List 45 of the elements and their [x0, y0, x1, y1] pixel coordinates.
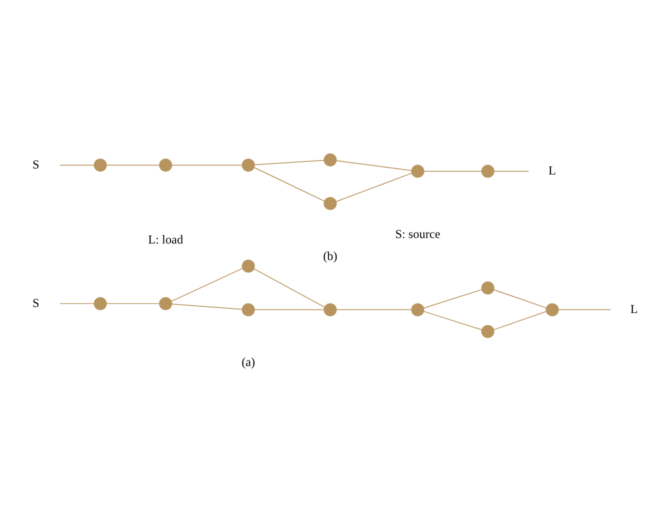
connector — [336, 308, 412, 310]
node-circle — [242, 259, 255, 272]
connector — [494, 288, 547, 308]
node-circle — [94, 158, 107, 172]
connector — [171, 303, 242, 310]
node-circle — [481, 324, 494, 338]
connector — [171, 164, 242, 166]
node-text: L — [548, 162, 556, 177]
connector — [254, 166, 325, 202]
connector — [254, 268, 325, 307]
connector — [423, 310, 482, 330]
connector — [106, 164, 160, 166]
connector — [106, 302, 160, 304]
connector — [558, 308, 611, 310]
node-text: L — [630, 301, 638, 316]
connector — [494, 170, 530, 172]
label: (b) — [323, 248, 338, 262]
connector — [254, 308, 324, 310]
node-circle — [481, 164, 494, 178]
node-circle — [159, 296, 172, 310]
connector — [59, 302, 95, 304]
node-circle — [324, 302, 337, 316]
connector — [494, 310, 547, 330]
label: S: source — [395, 226, 440, 241]
label: (a) — [242, 354, 256, 369]
node-circle — [242, 158, 255, 172]
connector — [170, 268, 243, 302]
connector — [336, 172, 412, 202]
node-circle — [324, 152, 337, 166]
connector — [254, 159, 324, 165]
connector — [336, 160, 412, 170]
label: L: load — [148, 232, 184, 246]
node-circle — [546, 302, 559, 316]
node-text: S — [32, 295, 40, 310]
node-circle — [324, 196, 337, 210]
node-text: S — [32, 156, 40, 171]
node-circle — [94, 296, 107, 310]
connector — [423, 288, 482, 308]
node-circle — [481, 280, 494, 294]
node-circle — [411, 302, 424, 316]
node-circle — [411, 164, 424, 178]
node-circle — [159, 158, 172, 172]
connector — [59, 164, 95, 166]
node-circle — [242, 302, 255, 316]
connector — [424, 170, 482, 172]
